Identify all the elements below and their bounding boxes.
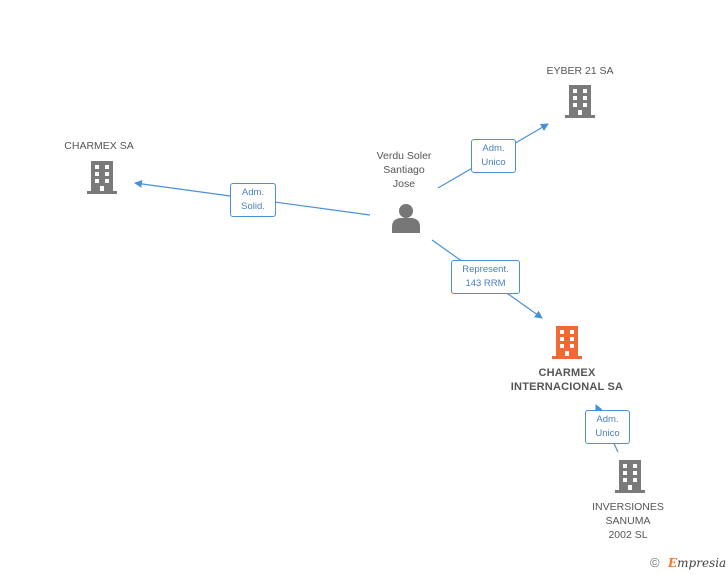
building-icon[interactable]: [87, 161, 117, 194]
copyright-symbol: ©: [650, 555, 660, 570]
edge-label-adm-solid: Adm. Solid.: [230, 183, 276, 217]
brand-name: mpresia: [677, 556, 727, 570]
eyber-label[interactable]: EYBER 21 SA: [546, 65, 614, 77]
brand-logo[interactable]: Empresia: [668, 556, 726, 570]
brand-initial: E: [668, 556, 678, 570]
edge-label-adm-unico-eyber: Adm. Unico: [471, 139, 516, 173]
inversiones-label[interactable]: INVERSIONES SANUMA 2002 SL: [592, 501, 664, 541]
charmex-int-label[interactable]: CHARMEX INTERNACIONAL SA: [510, 367, 624, 393]
edge-label-represent: Represent. 143 RRM: [451, 260, 520, 294]
edge-label-adm-unico-inversiones: Adm. Unico: [585, 410, 630, 444]
building-icon[interactable]: [615, 460, 645, 493]
focus-building-icon[interactable]: [552, 326, 582, 359]
building-icon[interactable]: [565, 85, 595, 118]
person-label[interactable]: Verdu Soler Santiago Jose: [376, 150, 432, 190]
person-icon[interactable]: [392, 204, 420, 233]
charmex-label[interactable]: CHARMEX SA: [64, 140, 134, 152]
